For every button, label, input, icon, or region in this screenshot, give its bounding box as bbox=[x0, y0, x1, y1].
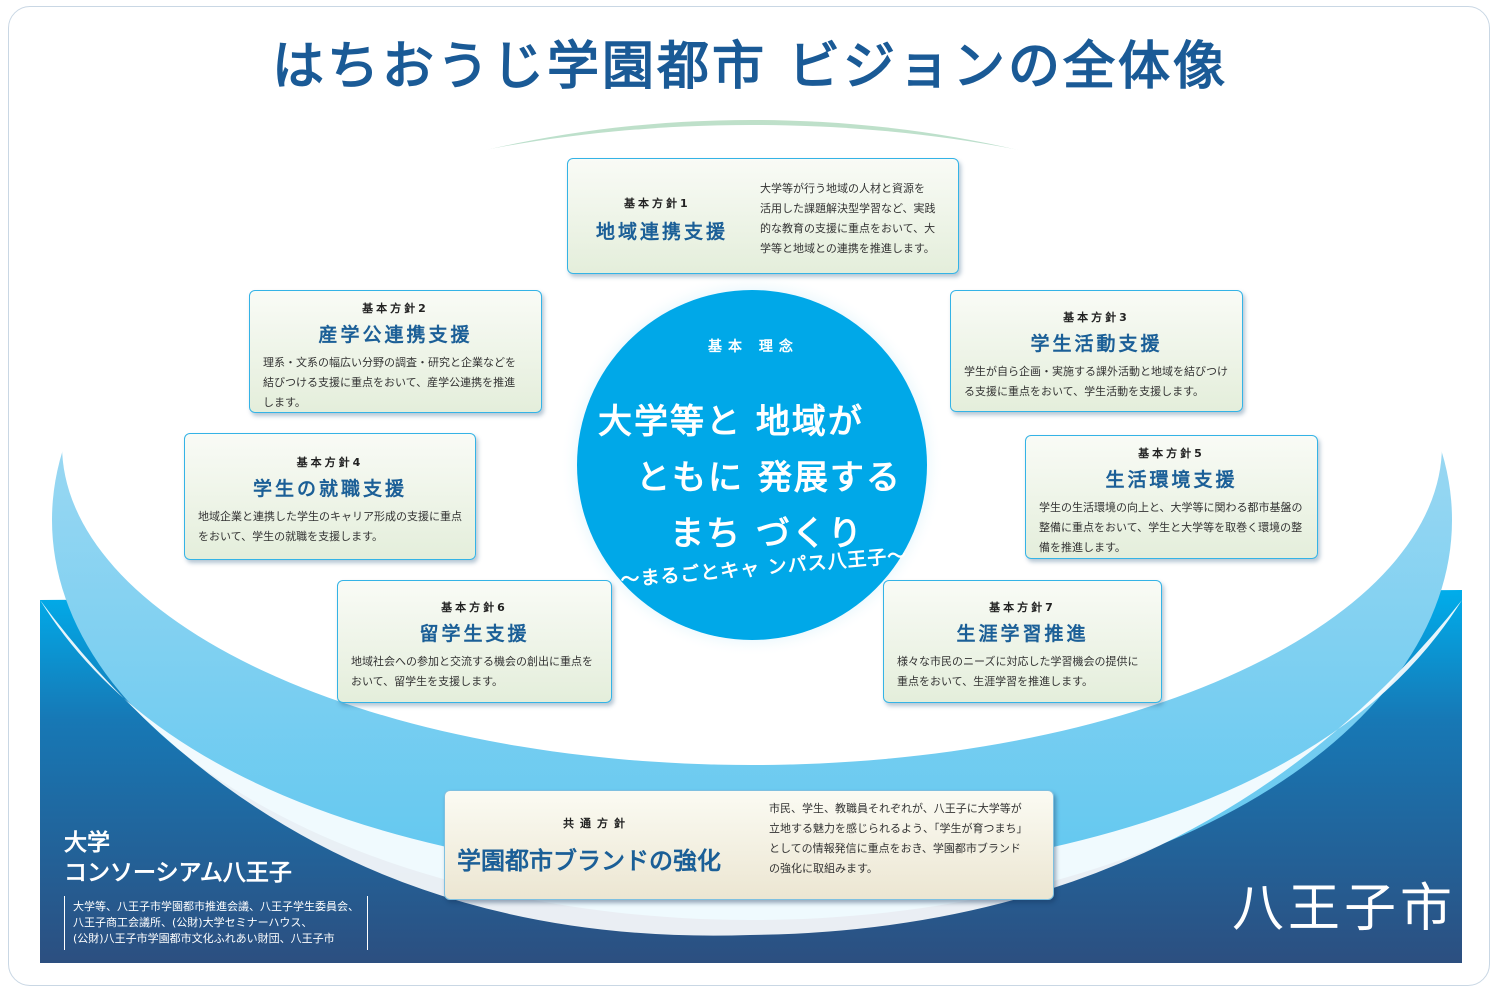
white-crescent bbox=[40, 600, 1462, 936]
common-policy-title: 学園都市ブランドの強化 bbox=[457, 847, 721, 875]
policy-2-title: 産学公連携支援 bbox=[318, 324, 473, 346]
policy-5-description: 学生の生活環境の向上と、大学等に関わる都市基盤の 整備に重点をおいて、学生と大学… bbox=[1039, 501, 1303, 554]
common-policy-description: 市民、学生、教職員それぞれが、八王子に大学等が 立地する魅力を感じられるよう、「… bbox=[769, 802, 1028, 875]
policy-card-6: 基本方針6 留学生支援 地域社会への参加と交流する機会の創出に重点を おいて、留… bbox=[337, 580, 612, 703]
policy-2-description: 理系・文系の幅広い分野の調査・研究と企業などを 結びつける支援に重点をおいて、産… bbox=[263, 356, 516, 409]
policy-4-description: 地域企業と連携した学生のキャリア形成の支援に重点 をおいて、学生の就職を支援しま… bbox=[198, 510, 462, 543]
policy-card-7: 基本方針7 生涯学習推進 様々な市民のニーズに対応した学習機会の提供に 重点をお… bbox=[883, 580, 1162, 703]
common-policy-label: 共通方針 bbox=[563, 817, 631, 830]
consortium-members: 大学等、八王子市学園都市推進会議、八王子学生委員会、 八王子商工会議所、(公財)… bbox=[64, 896, 368, 950]
policy-2-label: 基本方針2 bbox=[362, 302, 429, 315]
philosophy-circle bbox=[577, 290, 927, 640]
policy-4-title: 学生の就職支援 bbox=[252, 478, 407, 500]
policy-6-description: 地域社会への参加と交流する機会の創出に重点を おいて、留学生を支援します。 bbox=[351, 655, 593, 688]
policy-card-5: 基本方針5 生活環境支援 学生の生活環境の向上と、大学等に関わる都市基盤の 整備… bbox=[1025, 435, 1318, 559]
philosophy-line-3: まち づくり bbox=[670, 514, 864, 554]
policy-7-title: 生涯学習推進 bbox=[956, 623, 1089, 645]
page-title: はちおうじ学園都市 ビジョンの全体像 bbox=[271, 37, 1229, 97]
policy-3-description: 学生が自ら企画・実施する課外活動と地域を結びつけ る支援に重点をおいて、学生活動… bbox=[964, 365, 1228, 398]
policy-1-label: 基本方針1 bbox=[624, 197, 691, 210]
common-policy-card: 共通方針 学園都市ブランドの強化 市民、学生、教職員それぞれが、八王子に大学等が… bbox=[444, 790, 1054, 900]
philosophy-line-1: 大学等と 地域が bbox=[598, 402, 864, 442]
policy-1-title: 地域連携支援 bbox=[596, 221, 729, 243]
policy-4-label: 基本方針4 bbox=[296, 456, 364, 469]
policy-7-description: 様々な市民のニーズに対応した学習機会の提供に 重点をおいて、生涯学習を推進します… bbox=[897, 655, 1139, 688]
policy-card-2: 基本方針2 産学公連携支援 理系・文系の幅広い分野の調査・研究と企業などを 結び… bbox=[249, 290, 542, 413]
policy-5-label: 基本方針5 bbox=[1138, 447, 1205, 460]
policy-card-3: 基本方針3 学生活動支援 学生が自ら企画・実施する課外活動と地域を結びつけ る支… bbox=[950, 290, 1243, 412]
policy-3-title: 学生活動支援 bbox=[1030, 333, 1163, 355]
policy-3-label: 基本方針3 bbox=[1063, 311, 1130, 324]
policy-6-label: 基本方針6 bbox=[441, 601, 508, 614]
policy-7-label: 基本方針7 bbox=[989, 601, 1056, 614]
consortium-name-line-2: コンソーシアム八王子 bbox=[64, 860, 292, 886]
policy-card-4: 基本方針4 学生の就職支援 地域企業と連携した学生のキャリア形成の支援に重点 を… bbox=[184, 433, 476, 560]
policy-6-title: 留学生支援 bbox=[419, 623, 530, 645]
philosophy-label: 基本 理念 bbox=[708, 339, 799, 355]
policy-card-1: 基本方針1 地域連携支援 大学等が行う地域の人材と資源を 活用した課題解決型学習… bbox=[567, 158, 959, 274]
philosophy-line-2: ともに 発展する bbox=[636, 458, 902, 498]
policy-1-description: 大学等が行う地域の人材と資源を 活用した課題解決型学習など、実践 的な教育の支援… bbox=[760, 182, 936, 255]
city-name: 八王子市 bbox=[1232, 879, 1457, 939]
policy-5-title: 生活環境支援 bbox=[1105, 469, 1238, 491]
consortium-name-line-1: 大学 bbox=[64, 830, 110, 856]
consortium-block: 大学 コンソーシアム八王子 大学等、八王子市学園都市推進会議、八王子学生委員会、… bbox=[64, 828, 368, 950]
